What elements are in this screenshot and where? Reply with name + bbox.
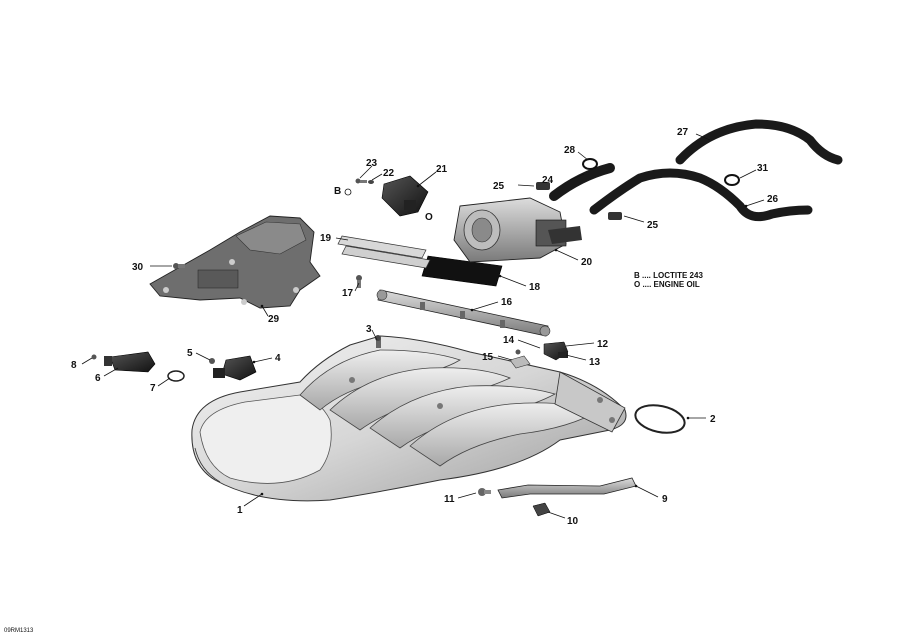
callout-16: 16: [501, 297, 513, 308]
callout-10: 10: [567, 516, 579, 527]
callout-15: 15: [482, 352, 494, 363]
callout-3: 3: [366, 324, 372, 335]
callout-19: 19: [320, 233, 332, 244]
screw-part-23: [355, 178, 367, 184]
callout-1: 1: [237, 505, 243, 516]
callout-4: 4: [275, 353, 281, 364]
callouts: 1 2 3 4 5 6 7 8 9 10 11 12 13 14 15 16 1…: [71, 127, 779, 527]
legend-loctite: B .... LOCTITE 243: [634, 271, 703, 280]
temperature-sensor: [104, 351, 156, 373]
o-ring-small: [167, 370, 185, 382]
callout-23: 23: [366, 158, 378, 169]
callout-6: 6: [95, 373, 101, 384]
callout-21: 21: [436, 164, 448, 175]
callout-24: 24: [542, 175, 554, 186]
hose-part-24: [549, 163, 615, 201]
o-ring-part-31: [724, 174, 740, 186]
callout-9: 9: [662, 494, 668, 505]
callout-8: 8: [71, 360, 77, 371]
callout-29: 29: [268, 314, 280, 325]
callout-25: 25: [493, 181, 505, 192]
fuel-rail: [376, 289, 551, 337]
mounting-plate: [149, 215, 321, 309]
callout-17: 17: [342, 288, 354, 299]
callout-18: 18: [529, 282, 541, 293]
callout-13: 13: [589, 357, 601, 368]
clamp-upper: [536, 182, 550, 190]
callout-25b: 25: [647, 220, 659, 231]
washer-part-14: [515, 349, 521, 355]
mark-o: O: [425, 212, 433, 223]
mark-b: B: [334, 186, 341, 197]
callout-26: 26: [767, 194, 779, 205]
washer-part-22: [368, 180, 374, 184]
screw-part-30: [173, 263, 185, 269]
callout-20: 20: [581, 257, 593, 268]
drawing-code: 09RM1313: [4, 628, 34, 634]
callout-5: 5: [187, 348, 193, 359]
callout-14: 14: [503, 335, 515, 346]
callout-7: 7: [150, 383, 156, 394]
o-ring-part-28: [582, 158, 598, 170]
clip-part-15: [509, 355, 531, 369]
callout-28: 28: [564, 145, 576, 156]
mounting-plates: [337, 235, 431, 269]
support-bracket: [497, 477, 637, 499]
callout-12: 12: [597, 339, 609, 350]
sensor-part-12: [543, 341, 569, 361]
clip-part-10: [532, 502, 551, 517]
throttle-gasket: [421, 255, 503, 287]
callout-30: 30: [132, 262, 144, 273]
screw-part-5: [209, 358, 215, 364]
intake-manifold: [191, 335, 627, 502]
pressure-sensor: [213, 355, 257, 381]
screw-part-17: [356, 275, 362, 288]
throttle-body: [453, 197, 582, 263]
leader-lines: [81, 133, 765, 519]
callout-11: 11: [444, 494, 455, 505]
hose-part-26: [589, 168, 813, 222]
legend-engine-oil: O .... ENGINE OIL: [634, 280, 700, 289]
hose-part-27: [675, 119, 843, 165]
screw-part-11: [478, 488, 491, 496]
callout-2: 2: [710, 414, 716, 425]
callout-31: 31: [757, 163, 769, 174]
screw-part-8: [91, 354, 97, 360]
mark-b-drop: [344, 188, 352, 196]
callout-22: 22: [383, 168, 395, 179]
o-ring-gasket: [634, 404, 686, 434]
actuator-part-21: [381, 175, 429, 217]
clamp-lower: [608, 212, 622, 220]
callout-27: 27: [677, 127, 689, 138]
